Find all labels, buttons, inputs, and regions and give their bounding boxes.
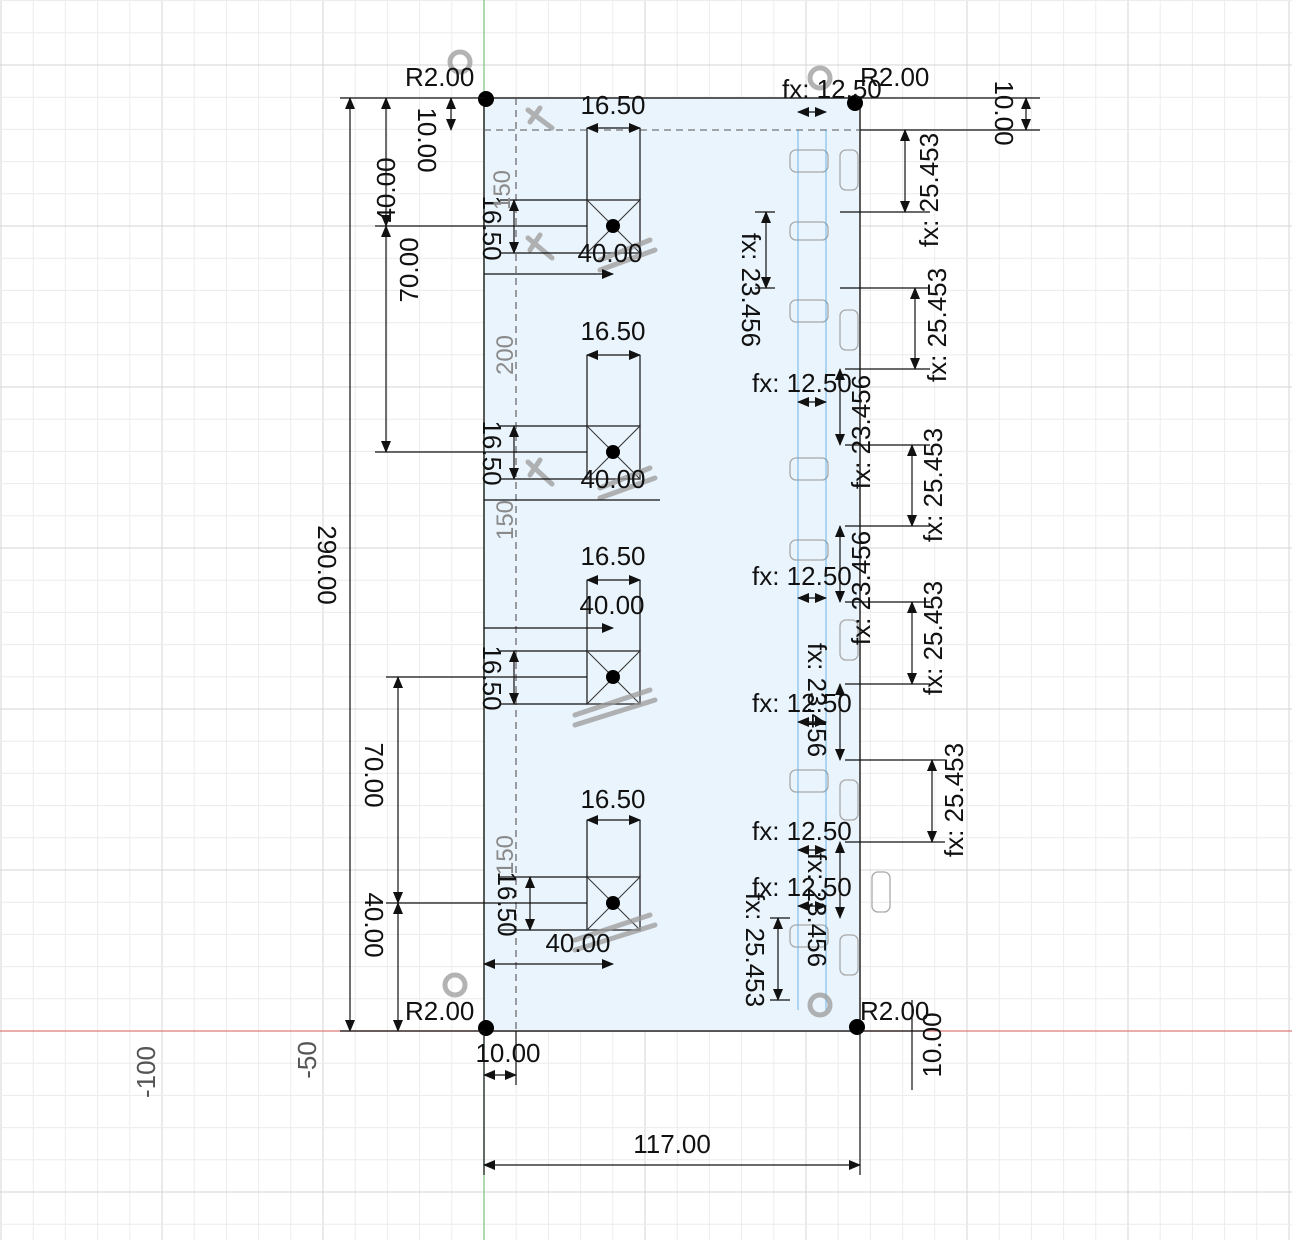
left-top-40-dim[interactable]: 40.00 (371, 157, 401, 222)
hole-4-width-dim[interactable]: 16.50 (580, 784, 645, 814)
hole-3-note: 150 (492, 500, 519, 540)
radius-top-left[interactable]: R2.00 (405, 62, 474, 92)
radius-top-right[interactable]: R2.00 (860, 62, 929, 92)
radius-bottom-right[interactable]: R2.00 (860, 996, 929, 1026)
hole-2[interactable] (586, 425, 641, 480)
slot-outlines (789, 149, 891, 976)
fx-12-50-5[interactable]: fx: 12.50 (752, 816, 852, 846)
fx-25-453-2[interactable]: fx: 25.453 (922, 268, 952, 382)
hole-2-width-dim[interactable]: 16.50 (580, 316, 645, 346)
fx-12-50-2[interactable]: fx: 12.50 (752, 368, 852, 398)
hole-2-height-dim[interactable]: 16.50 (477, 420, 507, 485)
dimension-lines (340, 97, 1040, 1175)
top-right-offset-dim[interactable]: 10.00 (989, 80, 1019, 145)
fx-12-50-4[interactable]: fx: 12.50 (752, 688, 852, 718)
radius-bottom-left[interactable]: R2.00 (405, 996, 474, 1026)
hole-3-width-dim[interactable]: 16.50 (580, 541, 645, 571)
top-left-offset-dim[interactable]: 10.00 (412, 107, 442, 172)
bottom-right-offset-dim[interactable]: 10.00 (917, 1012, 947, 1077)
overall-height-dim[interactable]: 290.00 (312, 525, 342, 605)
hole-4-note: 150 (492, 835, 519, 875)
fx-23-456-4[interactable]: fx: 23.456 (802, 643, 832, 757)
left-bottom-40-dim[interactable]: 40.00 (359, 892, 389, 957)
fx-25-453-4[interactable]: fx: 25.453 (918, 581, 948, 695)
fx-25-453-6[interactable]: fx: 25.453 (740, 893, 770, 1007)
axis-label-minus-50: -50 (292, 1041, 322, 1079)
fx-23-456-3[interactable]: fx: 23.456 (846, 531, 876, 645)
fx-25-453-3[interactable]: fx: 25.453 (918, 428, 948, 542)
left-top-70-dim[interactable]: 70.00 (394, 237, 424, 302)
construction-lines (484, 98, 860, 1031)
fx-23-456-2[interactable]: fx: 23.456 (846, 375, 876, 489)
fx-23-456-left-1[interactable]: fx: 23.456 (736, 233, 766, 347)
hole-1-width-dim[interactable]: 16.50 (580, 90, 645, 120)
hole-1-height-dim[interactable]: 16.50 (477, 195, 507, 260)
fx-12-50-6[interactable]: fx: 12.50 (752, 872, 852, 902)
fx-25-453-1[interactable]: fx: 25.453 (914, 133, 944, 247)
hole-2-note: 200 (492, 335, 519, 375)
fx-25-453-5[interactable]: fx: 25.453 (939, 743, 969, 857)
hole-3-height-dim[interactable]: 16.50 (477, 645, 507, 710)
corner-points[interactable] (478, 91, 865, 1036)
bottom-left-offset-dim[interactable]: 10.00 (475, 1038, 540, 1068)
axis-label-minus-100: -100 (131, 1046, 161, 1098)
hole-3-x-dim[interactable]: 40.00 (579, 590, 644, 620)
hole-1-note: 150 (489, 170, 516, 210)
hole-4-x-dim[interactable]: 40.00 (545, 928, 610, 958)
fx-12-50-3[interactable]: fx: 12.50 (752, 561, 852, 591)
left-bottom-70-dim[interactable]: 70.00 (359, 742, 389, 807)
slot-centerlines (797, 130, 827, 1010)
hole-4-height-dim[interactable]: 16.50 (492, 871, 522, 936)
hole-1-x-dim[interactable]: 40.00 (577, 238, 642, 268)
overall-width-dim[interactable]: 117.00 (633, 1129, 711, 1159)
constraint-glyphs (442, 49, 833, 1018)
hole-2-x-dim[interactable]: 40.00 (580, 464, 645, 494)
fx-12-50-top[interactable]: fx: 12.50 (782, 74, 882, 104)
fx-23-456-5[interactable]: fx: 23.456 (802, 853, 832, 967)
